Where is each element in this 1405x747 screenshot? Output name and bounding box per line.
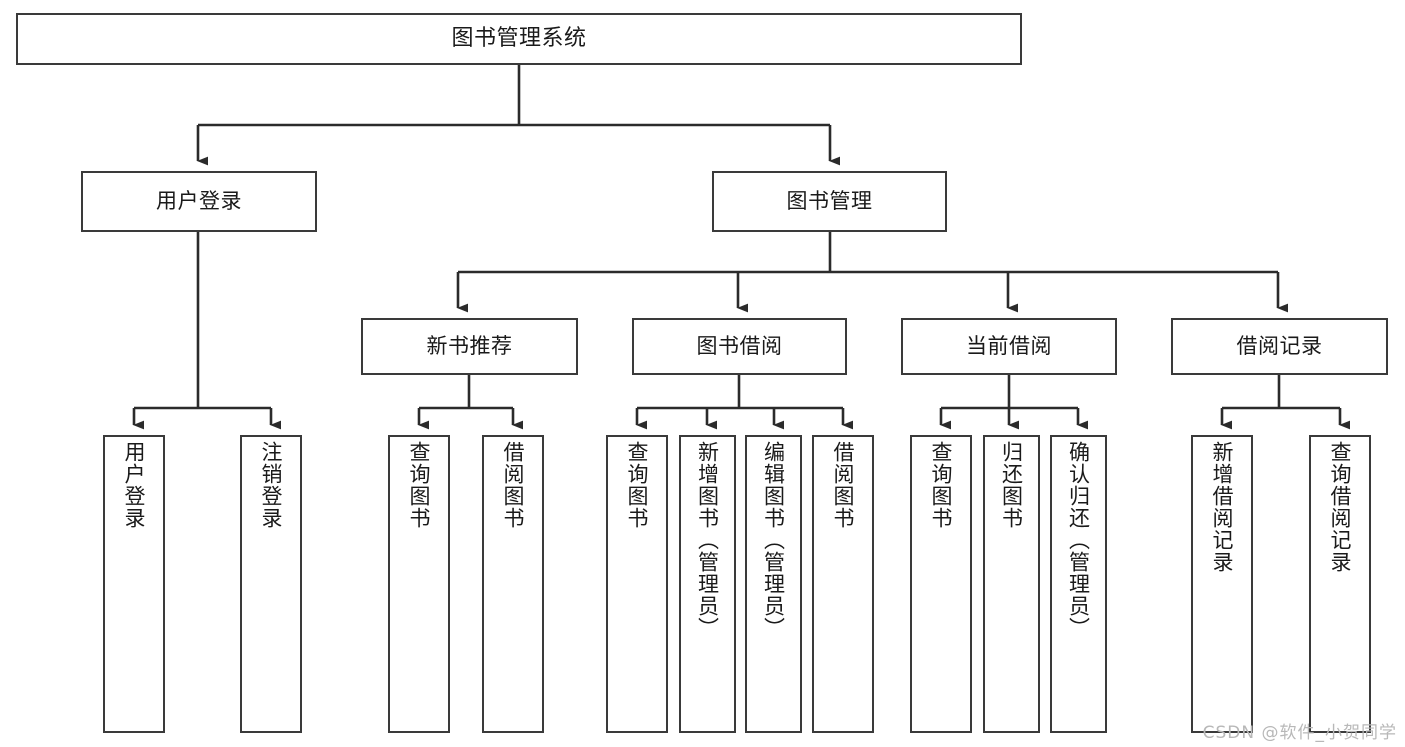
leaf-add-book[interactable]: 新增图书（管理员） xyxy=(679,435,736,733)
leaf-query-book-1[interactable]: 查询图书 xyxy=(388,435,450,733)
node-label: 用户登录 xyxy=(122,441,147,529)
node-label: 查询图书 xyxy=(625,441,650,529)
node-label: 注销登录 xyxy=(259,441,284,529)
node-borrow-record[interactable]: 借阅记录 xyxy=(1171,318,1388,375)
node-label: 图书借阅 xyxy=(696,334,783,359)
node-label: 图书管理 xyxy=(786,189,873,214)
node-book-borrow[interactable]: 图书借阅 xyxy=(632,318,847,375)
leaf-return-book[interactable]: 归还图书 xyxy=(983,435,1040,733)
leaf-edit-book[interactable]: 编辑图书（管理员） xyxy=(745,435,802,733)
node-new-book-recommend[interactable]: 新书推荐 xyxy=(361,318,578,375)
leaf-borrow-book-2[interactable]: 借阅图书 xyxy=(812,435,874,733)
leaf-query-book-2[interactable]: 查询图书 xyxy=(606,435,668,733)
node-root[interactable]: 图书管理系统 xyxy=(16,13,1022,65)
node-label: 查询图书 xyxy=(929,441,954,529)
node-label: 归还图书 xyxy=(999,441,1024,529)
node-label: 新增图书（管理员） xyxy=(695,441,720,639)
watermark: CSDN @软件_小贺同学 xyxy=(1202,723,1397,743)
node-book-management[interactable]: 图书管理 xyxy=(712,171,947,232)
leaf-user-login[interactable]: 用户登录 xyxy=(103,435,165,733)
node-label: 查询借阅记录 xyxy=(1328,441,1353,573)
node-label: 编辑图书（管理员） xyxy=(761,441,786,639)
node-label: 用户登录 xyxy=(156,189,242,214)
node-user-login[interactable]: 用户登录 xyxy=(81,171,317,232)
node-current-borrow[interactable]: 当前借阅 xyxy=(901,318,1117,375)
node-label: 当前借阅 xyxy=(966,334,1052,359)
leaf-borrow-book-1[interactable]: 借阅图书 xyxy=(482,435,544,733)
node-label: 借阅图书 xyxy=(831,441,856,529)
node-label: 查询图书 xyxy=(407,441,432,529)
node-label: 新书推荐 xyxy=(426,334,513,359)
leaf-logout[interactable]: 注销登录 xyxy=(240,435,302,733)
node-label: 新增借阅记录 xyxy=(1210,441,1235,573)
node-label: 确认归还（管理员） xyxy=(1066,441,1091,639)
leaf-query-book-3[interactable]: 查询图书 xyxy=(910,435,972,733)
node-label: 借阅图书 xyxy=(501,441,526,529)
node-label: 图书管理系统 xyxy=(451,26,587,52)
leaf-confirm-return[interactable]: 确认归还（管理员） xyxy=(1050,435,1107,733)
leaf-add-record[interactable]: 新增借阅记录 xyxy=(1191,435,1253,733)
node-label: 借阅记录 xyxy=(1236,334,1323,359)
leaf-query-record[interactable]: 查询借阅记录 xyxy=(1309,435,1371,733)
